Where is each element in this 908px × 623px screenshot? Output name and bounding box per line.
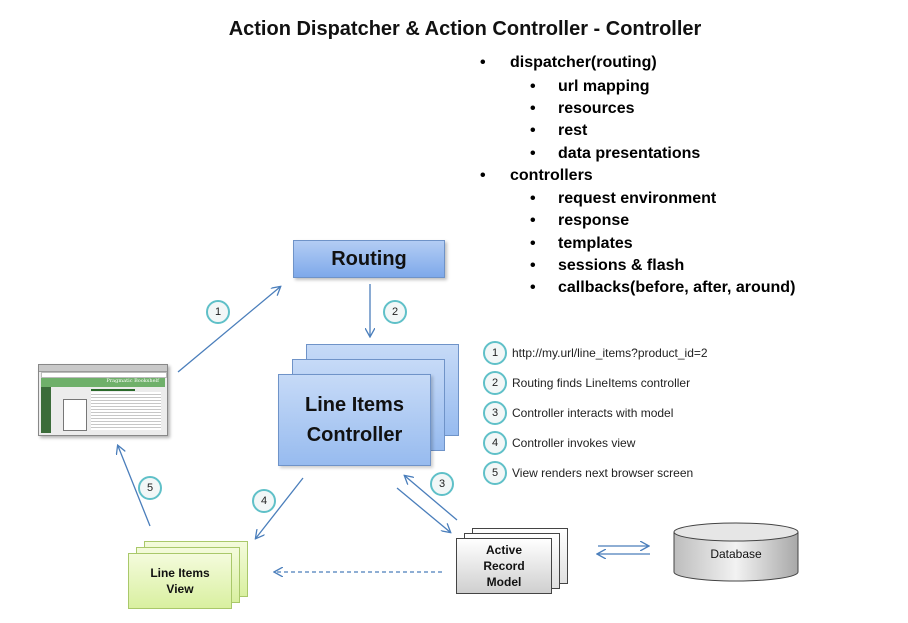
bullet-rest: rest [530,122,588,140]
bullet-controllers: controllers [480,167,593,185]
arrow-controller-to-view [256,477,304,538]
view-label-line2: View [166,582,194,596]
legend-text-2: Routing finds LineItems controller [512,376,691,390]
browser-page-header: Pragmatic Bookshelf [41,378,165,387]
legend-marker-5: 5 [483,461,507,485]
legend-marker-4: 4 [483,431,507,455]
step-marker-5: 5 [138,476,162,500]
database-cylinder [673,522,799,582]
arrow-browser-to-routing [177,287,280,373]
browser-sidebar [41,387,51,433]
browser-screenshot: Pragmatic Bookshelf [38,364,168,436]
view-label-line1: Line Items [150,566,210,580]
browser-titlebar [39,365,167,372]
legend-marker-3: 3 [483,401,507,425]
model-label-line3: Model [486,575,522,589]
browser-header-text: Pragmatic Bookshelf [106,378,159,384]
legend-marker-2: 2 [483,371,507,395]
bullet-data-presentations: data presentations [530,145,700,163]
routing-label: Routing [331,247,407,270]
line-items-view-box: Line Items View [128,553,232,609]
bullet-templates: templates [530,235,633,253]
arrow-controller-to-model [396,487,450,532]
database-label: Database [710,547,762,561]
arrow-model-to-controller [405,476,458,521]
bullet-resources: resources [530,100,634,118]
step-marker-4: 4 [252,489,276,513]
controller-label-line2: Controller [306,424,403,446]
legend-marker-1: 1 [483,341,507,365]
browser-address-bar [41,372,167,378]
legend-text-1: http://my.url/line_items?product_id=2 [512,346,708,360]
controller-label-line1: Line Items [305,394,404,416]
line-items-controller-box: Line Items Controller [278,374,431,466]
step-marker-2: 2 [383,300,407,324]
legend-text-3: Controller interacts with model [512,406,674,420]
legend-text-5: View renders next browser screen [512,466,694,480]
bullet-sessions-flash: sessions & flash [530,257,684,275]
book-cover-icon [63,399,87,431]
arrow-view-to-browser [118,446,151,527]
bullet-response: response [530,212,629,230]
bullet-request-environment: request environment [530,190,716,208]
browser-content-text [91,392,161,430]
bullet-url-mapping: url mapping [530,78,649,96]
step-marker-3: 3 [430,472,454,496]
routing-box: Routing [293,240,445,278]
model-label-line1: Active [485,543,523,557]
browser-content-title [91,389,135,391]
legend-text-4: Controller invokes view [512,436,636,450]
model-label-line2: Record [483,559,525,573]
active-record-model-box: Active Record Model [456,538,552,594]
step-marker-1: 1 [206,300,230,324]
diagram-title: Action Dispatcher & Action Controller - … [228,18,702,40]
bullet-callbacks: callbacks(before, after, around) [530,279,795,297]
bullet-dispatcher: dispatcher(routing) [480,54,657,72]
